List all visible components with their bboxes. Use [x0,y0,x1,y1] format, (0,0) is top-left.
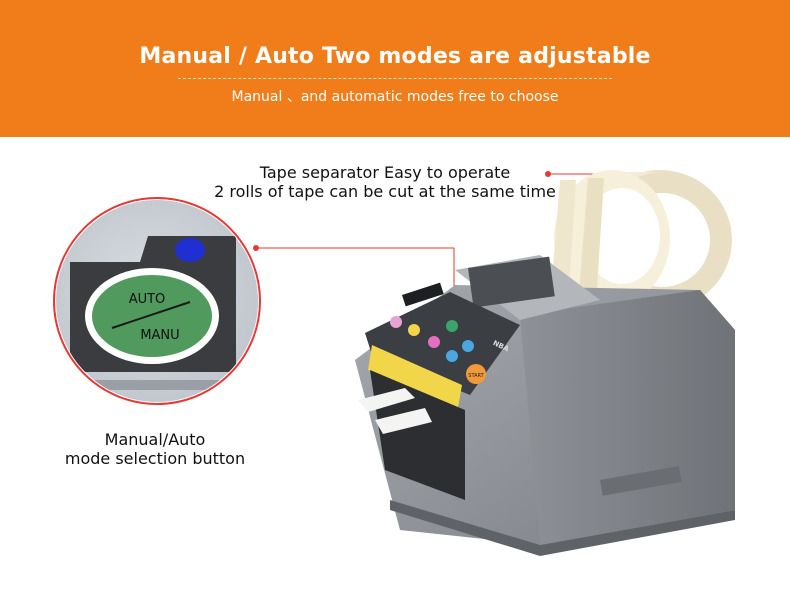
mode-callout-line-2: mode selection button [64,449,246,468]
start-button-label: START [468,373,484,379]
mode-leader-dot [253,245,259,251]
mode-button-divider [111,301,191,329]
tape-separator-callout: Tape separator Easy to operate 2 rolls o… [200,163,570,201]
mode-selection-button[interactable] [92,275,212,357]
mode-callout-line-1: Manual/Auto [104,430,206,449]
mode-button-auto-label: AUTO [129,292,166,307]
panel-button-blue-1[interactable] [462,340,474,352]
tape-rolls [550,170,732,310]
tape-callout-line-2: 2 rolls of tape can be cut at the same t… [214,182,556,201]
start-button[interactable] [466,364,486,384]
digital-display [402,282,444,307]
tape-feed-slot [467,256,555,308]
mode-button-callout: Manual/Auto mode selection button [50,430,260,468]
banner-subtitle: Manual 、and automatic modes free to choo… [231,89,559,105]
mode-button-manu-label: MANU [140,328,179,343]
side-handle [600,466,682,496]
machine-base [390,500,735,556]
tape-dispenser-machine: START NBA [355,255,735,556]
panel-button-blue-2[interactable] [446,350,458,362]
header-banner: Manual / Auto Two modes are adjustable M… [0,0,790,137]
machine-side-panel [520,290,735,545]
auto-manu-button[interactable] [446,320,458,332]
indicator-light [175,238,205,262]
zoom-detail: AUTO MANU [53,197,261,405]
panel-button-magenta[interactable] [428,336,440,348]
warning-label [368,345,462,408]
cut-tape-strip-1 [358,388,415,412]
panel-button-yellow[interactable] [408,324,420,336]
banner-title: Manual / Auto Two modes are adjustable [139,44,651,69]
cut-tape-strip-2 [375,408,432,434]
panel-button-pink[interactable] [390,316,402,328]
tape-callout-line-1: Tape separator Easy to operate [259,163,511,182]
banner-divider [178,78,612,79]
